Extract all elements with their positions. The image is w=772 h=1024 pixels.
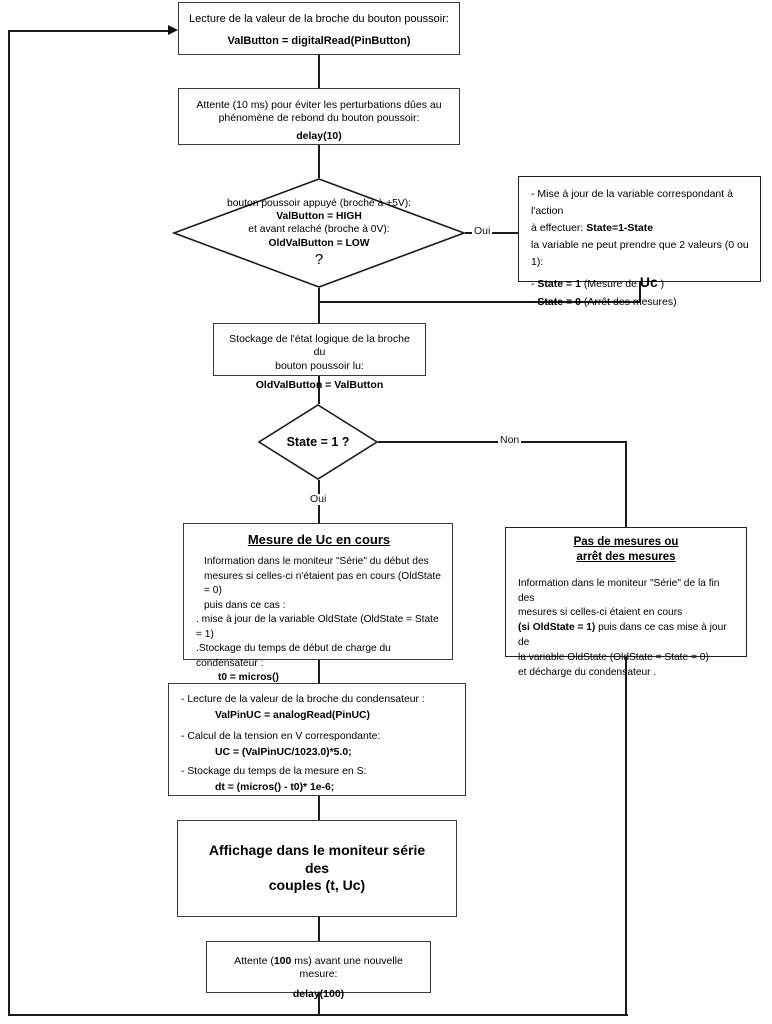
display-text-wrapper: Affichage dans le moniteur série des cou… [196,842,438,896]
dec-btn-line-1: bouton poussoir appuyé (broche à +5V): [226,197,412,209]
nomeasure-line-3-code: (si OldState = 1) [518,622,596,634]
nomeasure-title-2: arrêt des mesures [576,550,676,563]
connector-non-down [625,441,627,527]
node-mesure-uc-en-cours[interactable]: Mesure de Uc en cours Information dans l… [183,523,453,712]
node-attente-anti-rebond[interactable]: Attente (10 ms) pour éviter les perturba… [178,88,460,145]
state-upd-line-5: - State = 0 (Arrêt des mesures) [531,294,750,311]
state-upd-line-5-dash: - [531,295,538,308]
edge-label-oui-state: Oui [308,493,329,505]
store-line-1: Stockage de l'état logique de la broche … [229,333,410,359]
state-upd-line-4-uc: Uc [639,274,658,290]
connector-nomeasure-down [625,657,627,1015]
calc-line-1: - Lecture de la valeur de la broche du c… [181,694,425,705]
measure-line-6: t0 = micros() [218,672,279,684]
state-upd-line-4-text: (Mesure de [580,278,640,290]
connector-debounce-to-decision [318,145,320,178]
nomeasure-line-3-text: puis dans ce cas mise à jour de [518,622,727,648]
wait-line-1-prefix: Attente ( [234,955,274,967]
dec-btn-line-2: ValButton = HIGH [276,210,362,222]
arrow-into-read-button [168,25,178,35]
calc-line-5: - Stockage du temps de la mesure en S: [181,766,367,778]
state-upd-line-5-code: State = 0 [537,295,581,308]
connector-decision-to-store [318,288,320,323]
measure-line-1: Information dans le moniteur "Série" du … [204,556,429,568]
wait-line-1: Attente (100 ms) avant une nouvelle mesu… [217,955,420,982]
node-decision-bouton-poussoir[interactable]: bouton poussoir appuyé (broche à +5V): V… [171,178,467,288]
node-attente-nouvelle-mesure[interactable]: Attente (100 ms) avant une nouvelle mesu… [206,941,431,1000]
calc-line-4: UC = (ValPinUC/1023.0)*5.0; [215,746,352,758]
state-upd-line-5-text: (Arrêt des mesures) [580,295,677,308]
node-lecture-broche-bouton[interactable]: Lecture de la valeur de la broche du bou… [178,2,460,55]
connector-stateupd-left [318,301,640,303]
dec-btn-line-4: OldValButton = LOW [268,237,370,249]
state-upd-line-2: à effectuer: State=1-State [531,220,750,237]
state-upd-line-1: - Mise à jour de la variable corresponda… [531,188,733,217]
diamond-shape-state [257,404,379,480]
calc-line-6: dt = (micros() - t0)* 1e-6; [215,782,335,794]
connector-stateupd-down [639,282,641,302]
connector-loopback-top [8,30,171,32]
wait-line-1-value: 100 [273,955,292,967]
connector-read-to-debounce [318,55,320,88]
wait-line-2: delay(100) [292,987,345,1000]
state-upd-line-4-dash: - [531,278,538,290]
state-upd-line-2-prefix: à effectuer: [531,222,587,234]
debounce-line-3: delay(10) [296,129,342,142]
node-lecture-calcul-condensateur[interactable]: - Lecture de la valeur de la broche du c… [168,683,466,796]
store-line-3: OldValButton = ValButton [255,379,384,392]
nomeasure-line-4: la variable OldState (OldState = State =… [518,651,709,663]
calc-line-2: ValPinUC = analogRead(PinUC) [215,709,371,721]
debounce-line-2: phénomène de rebond du bouton poussoir: [218,112,420,125]
state-upd-line-2-code: State=1-State [586,222,654,234]
nomeasure-line-2: mesures si celles-ci étaient en cours [518,607,683,619]
connector-calc-to-display [318,796,320,820]
display-line-2: couples (t, Uc) [268,877,366,894]
state-upd-line-4-code: State = 1 [537,278,581,290]
dec-state-line-1: State = 1 ? [286,434,350,449]
state-upd-line-4: - State = 1 (Mesure de Uc ) [531,271,750,294]
connector-measure-to-calc [318,660,320,683]
dec-btn-line-5: ? [314,251,324,268]
connector-wait-to-loopback [318,993,320,1015]
nomeasure-line-1: Information dans le moniteur "Série" de … [518,577,720,604]
node-affichage-moniteur-serie[interactable]: Affichage dans le moniteur série des cou… [177,820,457,917]
debounce-line-1: Attente (10 ms) pour éviter les perturba… [196,99,442,111]
node-mise-a-jour-state[interactable]: - Mise à jour de la variable corresponda… [518,176,761,308]
node-decision-state[interactable]: State = 1 ? [257,404,379,480]
decision-state-text: State = 1 ? [258,404,378,480]
diamond-shape [171,178,467,288]
connector-decision-oui [465,232,520,234]
connector-loopback-left [8,30,10,1015]
edge-label-oui-bouton: Oui [472,225,493,237]
connector-store-to-state-decision [318,376,320,404]
state-upd-line-4-close: ) [657,278,665,290]
wait-line-1-suffix: ms) avant une nouvelle mesure: [291,955,403,981]
store-line-2: bouton poussoir lu: [275,359,364,372]
read-line-2: ValButton = digitalRead(PinButton) [227,35,411,48]
node-stockage-etat-logique[interactable]: Stockage de l'état logique de la broche … [213,323,426,391]
measure-line-3: puis dans ce cas : [204,599,286,611]
read-line-1: Lecture de la valeur de la broche du bou… [189,13,449,25]
display-line-1: Affichage dans le moniteur série des [208,841,426,876]
connector-display-to-wait [318,917,320,941]
state-upd-line-3: la variable ne peut prendre que 2 valeur… [531,239,749,268]
nomeasure-line-5: et décharge du condensateur . [518,666,657,678]
measure-line-4: . mise à jour de la variable OldState (O… [196,614,439,640]
nomeasure-title-1: Pas de mesures ou [573,536,679,548]
measure-line-5: .Stockage du temps de début de charge du… [196,643,391,669]
spacer [189,26,449,34]
decision-button-text: bouton poussoir appuyé (broche à +5V): V… [173,178,465,288]
measure-title: Mesure de Uc en cours [247,532,391,547]
nomeasure-line-3: (si OldState = 1) puis dans ce cas mise … [518,621,734,651]
measure-line-2: mesures si celles-ci n'étaient pas en co… [204,570,441,597]
node-pas-de-mesures[interactable]: Pas de mesures ou arrêt des mesures Info… [505,527,747,678]
dec-btn-line-3: et avant relaché (broche à 0V): [248,224,390,236]
edge-label-non-state: Non [498,434,522,446]
calc-line-3: - Calcul de la tension en V correspondan… [181,731,381,743]
